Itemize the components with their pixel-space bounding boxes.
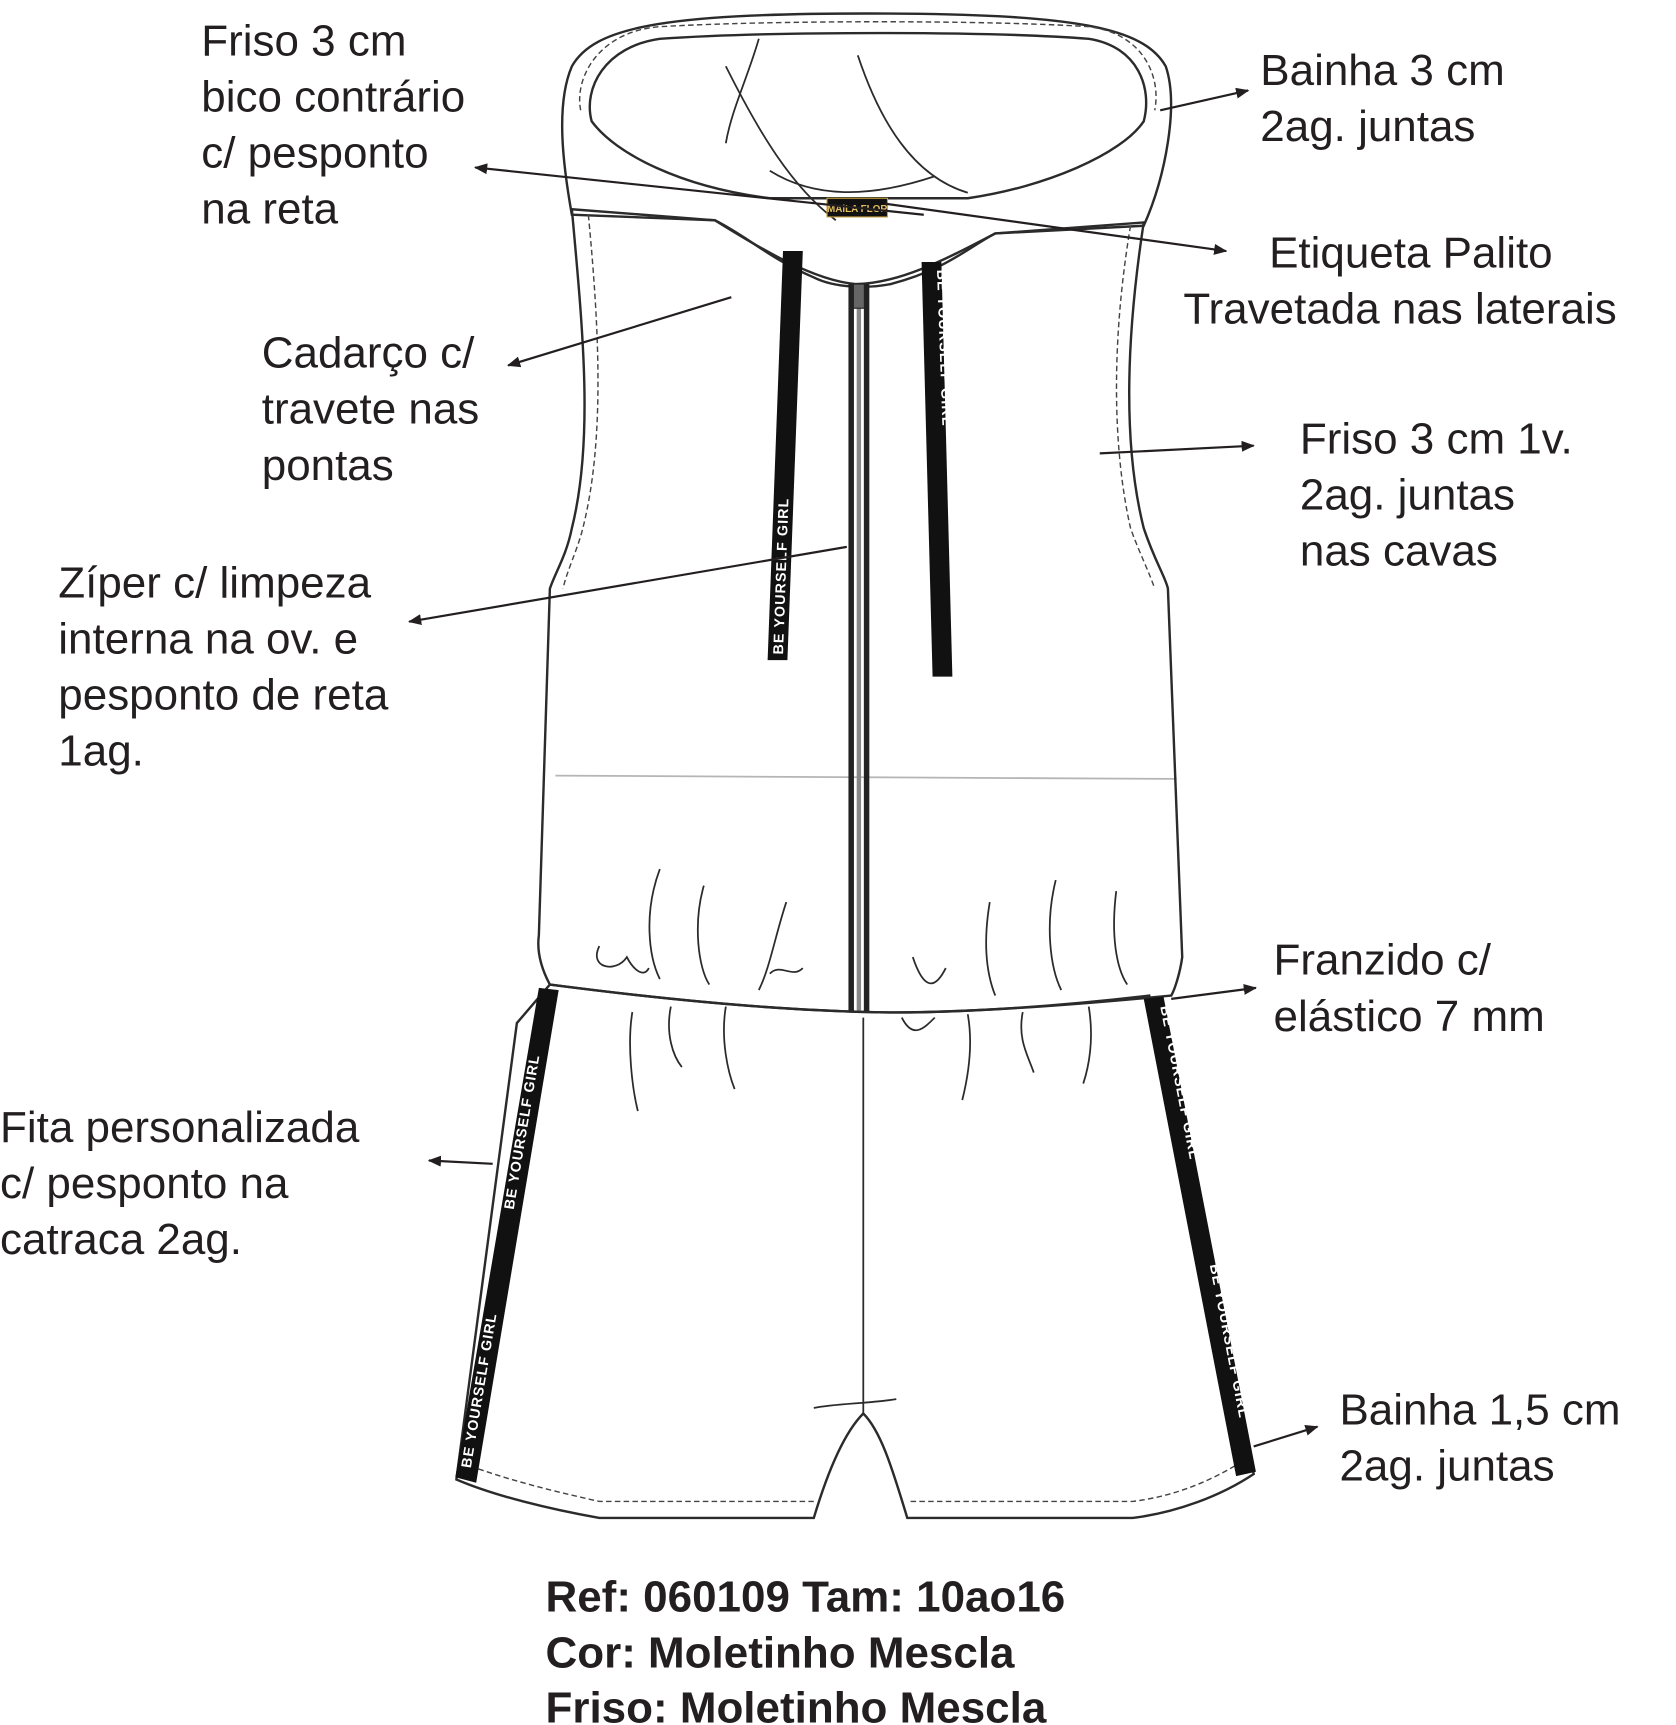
svg-text:Friso 3 cm 1v.: Friso 3 cm 1v. xyxy=(1300,414,1573,463)
spec-cor: Cor: Moletinho Mescla xyxy=(545,1629,1015,1678)
zipper xyxy=(848,283,870,1013)
svg-text:Zíper c/ limpeza: Zíper c/ limpeza xyxy=(58,558,371,607)
annotation-bainha-hood: Bainha 3 cm 2ag. juntas xyxy=(1260,46,1504,151)
svg-text:Fita personalizada: Fita personalizada xyxy=(0,1103,360,1152)
annotation-cadarco: Cadarço c/ travete nas pontas xyxy=(262,329,480,490)
annotation-friso-cavas: Friso 3 cm 1v. 2ag. juntas nas cavas xyxy=(1300,414,1573,575)
bodice xyxy=(537,207,1184,1014)
svg-text:pontas: pontas xyxy=(262,441,394,490)
shorts xyxy=(455,983,1256,1520)
hood-lining xyxy=(588,31,1148,200)
spec-friso: Friso: Moletinho Mescla xyxy=(545,1683,1046,1725)
svg-text:Travetada nas laterais: Travetada nas laterais xyxy=(1183,285,1616,334)
hood xyxy=(561,12,1173,288)
svg-text:1ag.: 1ag. xyxy=(58,727,144,776)
svg-text:nas cavas: nas cavas xyxy=(1300,527,1498,576)
svg-text:catraca 2ag.: catraca 2ag. xyxy=(0,1215,242,1264)
svg-text:na reta: na reta xyxy=(201,185,338,234)
svg-text:BE YOURSELF GIRL: BE YOURSELF GIRL xyxy=(771,497,792,654)
shorts-shape xyxy=(455,983,1256,1520)
svg-text:Bainha 3 cm: Bainha 3 cm xyxy=(1260,46,1504,95)
callout-arrows xyxy=(408,87,1319,1448)
svg-text:elástico 7 mm: elástico 7 mm xyxy=(1273,992,1544,1041)
annotation-fita: Fita personalizada c/ pesponto na catrac… xyxy=(0,1103,360,1264)
spec-block: Ref: 060109 Tam: 10ao16 Cor: Moletinho M… xyxy=(545,1572,1065,1725)
svg-text:Franzido c/: Franzido c/ xyxy=(1273,936,1491,985)
svg-text:interna na ov. e: interna na ov. e xyxy=(58,615,358,664)
spec-ref: Ref: 060109 Tam: 10ao16 xyxy=(545,1572,1065,1621)
svg-text:MAlLA FLOR: MAlLA FLOR xyxy=(827,204,888,215)
svg-text:c/ pesponto: c/ pesponto xyxy=(201,128,428,177)
svg-text:pesponto de reta: pesponto de reta xyxy=(58,671,389,720)
svg-text:c/ pesponto na: c/ pesponto na xyxy=(0,1159,289,1208)
drawstring-left: BE YOURSELF GIRL xyxy=(767,251,803,661)
annotation-etiqueta: Etiqueta Palito Travetada nas laterais xyxy=(1183,229,1616,334)
svg-text:2ag. juntas: 2ag. juntas xyxy=(1339,1442,1554,1491)
side-ribbon-right: BE YOURSELF GIRL BE YOURSELF GIRL xyxy=(1143,996,1256,1477)
bodice-shape xyxy=(537,207,1184,1014)
svg-text:Etiqueta Palito: Etiqueta Palito xyxy=(1269,229,1553,278)
annotation-bainha-shorts: Bainha 1,5 cm 2ag. juntas xyxy=(1339,1385,1620,1490)
svg-text:Friso 3 cm: Friso 3 cm xyxy=(201,16,406,65)
annotation-ziper: Zíper c/ limpeza interna na ov. e pespon… xyxy=(58,558,389,775)
svg-text:Cadarço c/: Cadarço c/ xyxy=(262,329,475,378)
svg-text:travete nas: travete nas xyxy=(262,385,480,434)
zipper-pull xyxy=(852,283,865,309)
side-ribbon-left: BE YOURSELF GIRL BE YOURSELF GIRL xyxy=(455,987,559,1483)
drawstring-right: BE YOURSELF GIRL xyxy=(921,262,954,677)
svg-text:bico contrário: bico contrário xyxy=(201,72,465,121)
svg-text:Bainha 1,5 cm: Bainha 1,5 cm xyxy=(1339,1385,1620,1434)
annotation-franzido: Franzido c/ elástico 7 mm xyxy=(1273,936,1544,1041)
annotation-friso-hood: Friso 3 cm bico contrário c/ pesponto na… xyxy=(201,16,465,233)
svg-text:2ag. juntas: 2ag. juntas xyxy=(1300,470,1515,519)
svg-text:2ag. juntas: 2ag. juntas xyxy=(1260,102,1475,151)
hood-outer xyxy=(561,12,1173,288)
svg-text:BE YOURSELF GIRL: BE YOURSELF GIRL xyxy=(933,269,954,426)
